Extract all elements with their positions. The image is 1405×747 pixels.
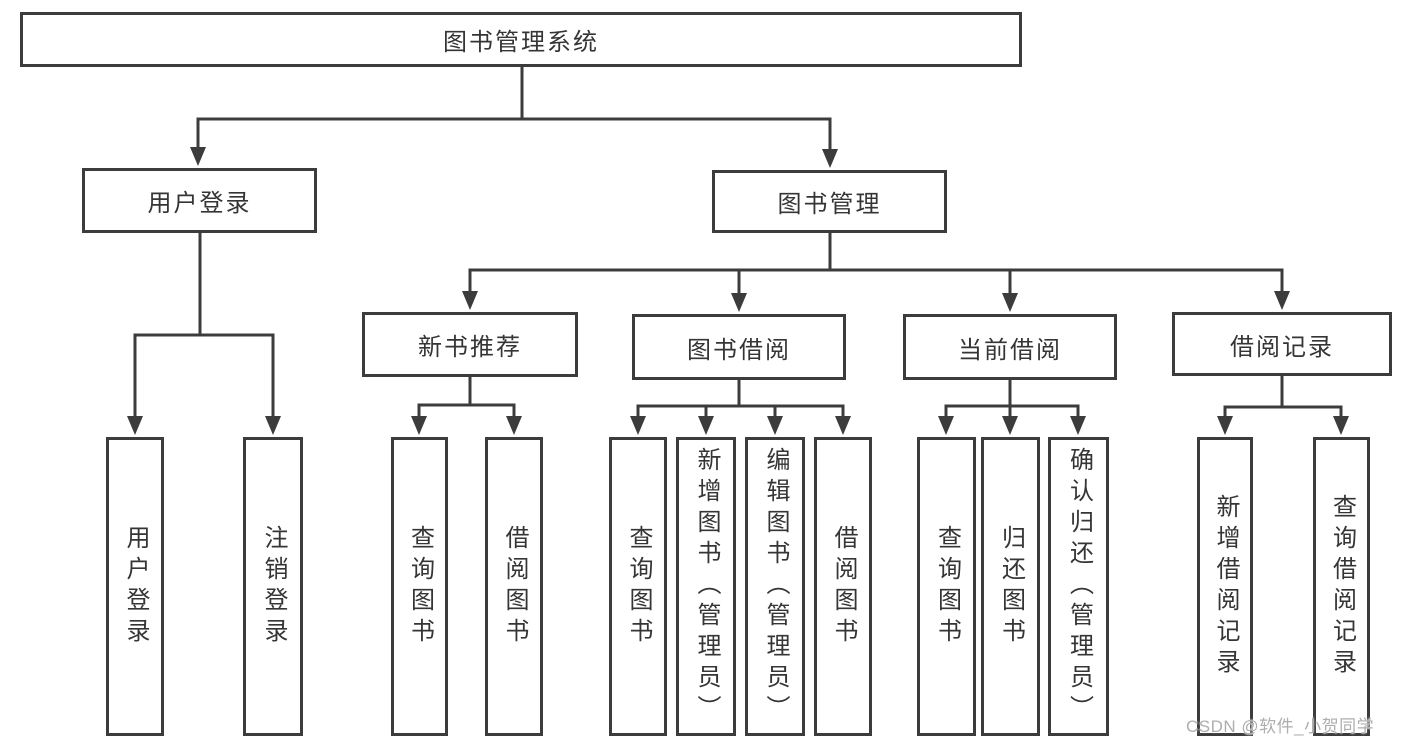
edge-userlogin-branch (133, 231, 275, 421)
leaf-bb-query-books: 查询图书 (609, 437, 667, 736)
edge-currentborrow-branch (944, 378, 1080, 421)
leaf-nb-borrow-books: 借阅图书 (485, 437, 543, 736)
leaf-cb-query-books: 查询图书 (917, 437, 976, 736)
node-label: 查询借阅记录 (1328, 493, 1356, 680)
arrowhead (1002, 416, 1018, 435)
edge-newbook-branch (417, 375, 516, 421)
node-current-borrowing: 当前借阅 (903, 314, 1117, 380)
node-label: 图书借阅 (687, 336, 791, 364)
arrowhead (767, 416, 783, 435)
arrowhead (938, 416, 954, 435)
node-label: 注销登录 (260, 524, 287, 649)
arrowhead (630, 416, 646, 435)
edge-root-branch (196, 65, 832, 154)
node-label: 借阅图书 (830, 524, 857, 649)
edge-bookmgmt-branch (468, 231, 1284, 298)
arrowhead (731, 293, 747, 312)
leaf-cb-return-books: 归还图书 (981, 437, 1040, 736)
node-borrowing-records: 借阅记录 (1172, 312, 1392, 376)
node-label: 查询图书 (625, 524, 652, 649)
leaf-cb-confirm-return-admin: 确认归还（管理员） (1048, 437, 1109, 736)
node-book-borrowing: 图书借阅 (632, 314, 846, 380)
leaf-logout: 注销登录 (243, 437, 303, 736)
arrowhead (1333, 416, 1349, 435)
arrowhead (462, 291, 478, 310)
node-label: 查询图书 (406, 524, 434, 649)
arrowhead (506, 416, 522, 435)
arrowhead (835, 416, 851, 435)
arrowhead (127, 416, 143, 435)
node-label: 用户登录 (122, 524, 149, 649)
arrowhead (1217, 416, 1233, 435)
edge-records-branch (1223, 374, 1343, 421)
arrowhead (190, 147, 206, 166)
arrowhead (822, 149, 838, 168)
node-label: 图书管理系统 (443, 29, 599, 56)
leaf-bb-add-books-admin: 新增图书（管理员） (676, 437, 736, 736)
leaf-br-add-record: 新增借阅记录 (1197, 437, 1253, 736)
node-label: 新书推荐 (418, 334, 522, 361)
node-label: 借阅图书 (501, 524, 528, 649)
arrowhead (1070, 416, 1086, 435)
node-label: 编辑图书（管理员） (762, 447, 789, 726)
node-label: 新增图书（管理员） (693, 447, 720, 726)
arrowhead (1002, 293, 1018, 312)
node-root-system: 图书管理系统 (20, 12, 1022, 67)
node-new-book-recommend: 新书推荐 (362, 312, 578, 377)
node-label: 用户登录 (147, 190, 252, 217)
leaf-bb-borrow-books: 借阅图书 (814, 437, 872, 736)
node-label: 归还图书 (997, 524, 1025, 649)
leaf-nb-query-books: 查询图书 (391, 437, 448, 736)
leaf-bb-edit-books-admin: 编辑图书（管理员） (745, 437, 805, 736)
node-book-management: 图书管理 (712, 170, 947, 233)
arrowhead (265, 416, 281, 435)
node-label: 图书管理 (777, 191, 882, 218)
arrowhead (411, 416, 427, 435)
edge-bookborrow-branch (636, 378, 845, 421)
csdn-watermark: CSDN @软件_小贺同学 (1186, 717, 1375, 736)
node-user-login: 用户登录 (82, 168, 317, 233)
arrowhead (1274, 291, 1290, 310)
node-label: 确认归还（管理员） (1065, 447, 1093, 726)
node-label: 查询图书 (933, 524, 961, 649)
arrowhead (698, 416, 714, 435)
leaf-br-query-record: 查询借阅记录 (1313, 437, 1370, 736)
node-label: 借阅记录 (1230, 333, 1334, 361)
node-label: 新增借阅记录 (1212, 493, 1239, 680)
leaf-user-login: 用户登录 (106, 437, 164, 736)
node-label: 当前借阅 (958, 336, 1062, 364)
